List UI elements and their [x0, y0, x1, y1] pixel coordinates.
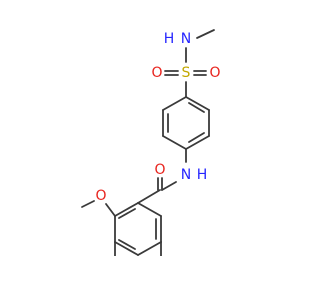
bond-n-carbonyl: [161, 181, 177, 191]
lower-ring-outline: [115, 203, 161, 255]
atom-label-amide-n: N: [181, 167, 191, 183]
molecule-canvas: H N S O O N H O O: [81, 29, 221, 296]
mask-lower: [105, 256, 175, 296]
molecule-structure-svg: H N S O O N H O O: [81, 29, 221, 296]
lower-ring: [81, 200, 162, 256]
bond-lr-inner-3: [118, 208, 136, 219]
atom-label-sulfonamide-n: N: [181, 31, 191, 47]
atom-label-sulfur: S: [182, 65, 191, 81]
atom-label-sulfonyl-o-right: O: [209, 65, 220, 81]
bond-ring1-3: [185, 135, 210, 150]
atom-label-sulfonyl-o-left: O: [151, 65, 162, 81]
bond-methyl-n: [196, 29, 215, 39]
bond-lr-1: [137, 202, 162, 217]
atom-label-sulfonamide-h: H: [164, 31, 175, 47]
bond-ring-methoxy-o: [105, 203, 116, 217]
atom-label-methoxy-o: O: [95, 188, 106, 204]
bond-ring1-inner-1: [188, 102, 205, 113]
atom-labels: H N S O O N H O O: [95, 31, 220, 204]
bond-ring1-6: [162, 96, 187, 111]
bond-lr-6: [114, 202, 139, 217]
bond-methoxy-methyl: [81, 200, 95, 208]
bond-lr-inner-2: [118, 239, 136, 250]
bond-lr-3: [137, 241, 162, 256]
bond-ring1-4: [162, 135, 187, 150]
bond-carbonyl-ring: [137, 189, 161, 204]
bond-lr-4: [114, 241, 139, 256]
atom-label-amide-h: H: [197, 167, 208, 183]
atom-label-carbonyl-o: O: [154, 162, 165, 178]
bond-ring1-1: [185, 96, 210, 111]
bond-ring1-inner-2: [188, 132, 205, 143]
